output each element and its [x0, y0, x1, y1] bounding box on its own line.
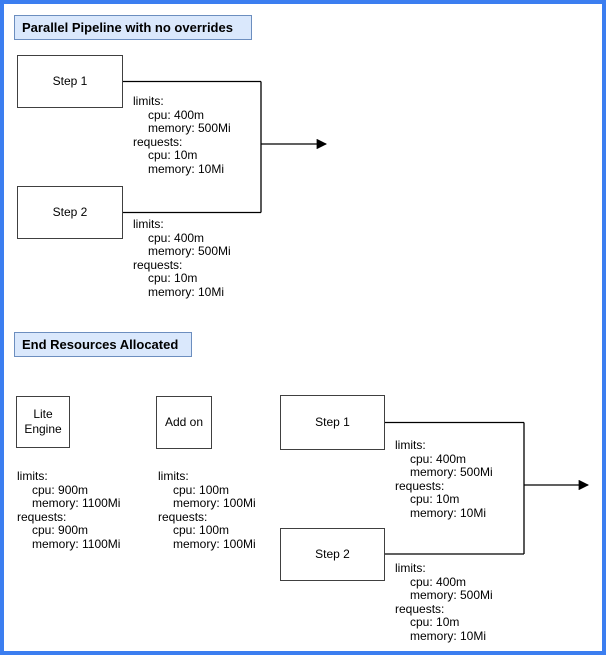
resource-line: requests:: [133, 257, 183, 272]
resource-line: cpu: 10m: [410, 492, 460, 506]
resource-line: memory: 500Mi: [410, 588, 493, 602]
node-step1: Step 1: [17, 55, 123, 108]
node-label: Step 1: [315, 415, 350, 429]
section-title-parallel-pipeline: Parallel Pipeline with no overrides: [14, 15, 252, 40]
resource-line: memory: 1100Mi: [32, 536, 121, 551]
connector-line-merge-bottom: [385, 421, 525, 555]
resources-step1: limits: cpu: 400m memory: 500Mi requests…: [133, 94, 231, 176]
node-label: Step 1: [52, 74, 88, 88]
resource-line: memory: 1100Mi: [32, 496, 121, 510]
node-step2-end: Step 2: [280, 528, 385, 581]
resource-line: limits:: [395, 561, 426, 575]
section-title-text: End Resources Allocated: [22, 337, 179, 352]
resource-line: memory: 10Mi: [148, 161, 225, 176]
resource-line: cpu: 10m: [148, 148, 198, 162]
resource-line: cpu: 100m: [173, 523, 230, 537]
resource-line: requests:: [17, 509, 67, 524]
resource-line: memory: 500Mi: [148, 244, 231, 258]
resources-step2-end: limits: cpu: 400m memory: 500Mi requests…: [395, 561, 493, 643]
resources-add-on: limits: cpu: 100m memory: 100Mi requests…: [158, 469, 256, 551]
resource-line: memory: 10Mi: [410, 505, 487, 520]
resource-line: memory: 10Mi: [148, 284, 225, 299]
resource-line: cpu: 900m: [32, 482, 89, 497]
resource-line: limits:: [133, 217, 164, 231]
resource-line: limits:: [395, 438, 426, 452]
node-step2: Step 2: [17, 186, 123, 239]
resource-line: limits:: [158, 469, 189, 483]
resource-line: cpu: 10m: [410, 615, 460, 629]
node-label: Lite Engine: [24, 407, 62, 436]
resource-line: requests:: [395, 478, 445, 493]
node-label: Step 2: [52, 205, 88, 219]
resource-line: limits:: [17, 469, 48, 483]
resource-line: cpu: 400m: [148, 230, 205, 245]
resource-line: memory: 500Mi: [410, 465, 493, 479]
resource-line: requests:: [158, 509, 208, 524]
node-step1-end: Step 1: [280, 395, 385, 450]
resource-line: cpu: 400m: [410, 574, 467, 589]
node-lite-engine: Lite Engine: [16, 396, 70, 448]
resource-line: cpu: 100m: [173, 482, 230, 497]
node-label: Add on: [164, 415, 204, 429]
resource-line: requests:: [395, 601, 445, 616]
resource-line: cpu: 400m: [410, 451, 467, 466]
resources-lite-engine: limits: cpu: 900m memory: 1100Mi request…: [17, 469, 121, 551]
resource-line: cpu: 400m: [148, 107, 205, 122]
resource-line: cpu: 10m: [148, 271, 198, 285]
resource-line: memory: 10Mi: [410, 628, 487, 643]
section-title-end-resources: End Resources Allocated: [14, 332, 192, 357]
resource-line: memory: 100Mi: [173, 536, 256, 551]
section-title-text: Parallel Pipeline with no overrides: [22, 20, 233, 35]
resource-line: limits:: [133, 94, 164, 108]
resources-step1-end: limits: cpu: 400m memory: 500Mi requests…: [395, 438, 493, 520]
resources-step2: limits: cpu: 400m memory: 500Mi requests…: [133, 217, 231, 299]
connector-line-merge-top: [123, 80, 262, 214]
node-label: Step 2: [315, 547, 350, 561]
resource-line: cpu: 900m: [32, 523, 89, 537]
resource-line: memory: 100Mi: [173, 496, 256, 510]
resource-line: memory: 500Mi: [148, 121, 231, 135]
node-add-on: Add on: [156, 396, 212, 449]
resource-line: requests:: [133, 134, 183, 149]
